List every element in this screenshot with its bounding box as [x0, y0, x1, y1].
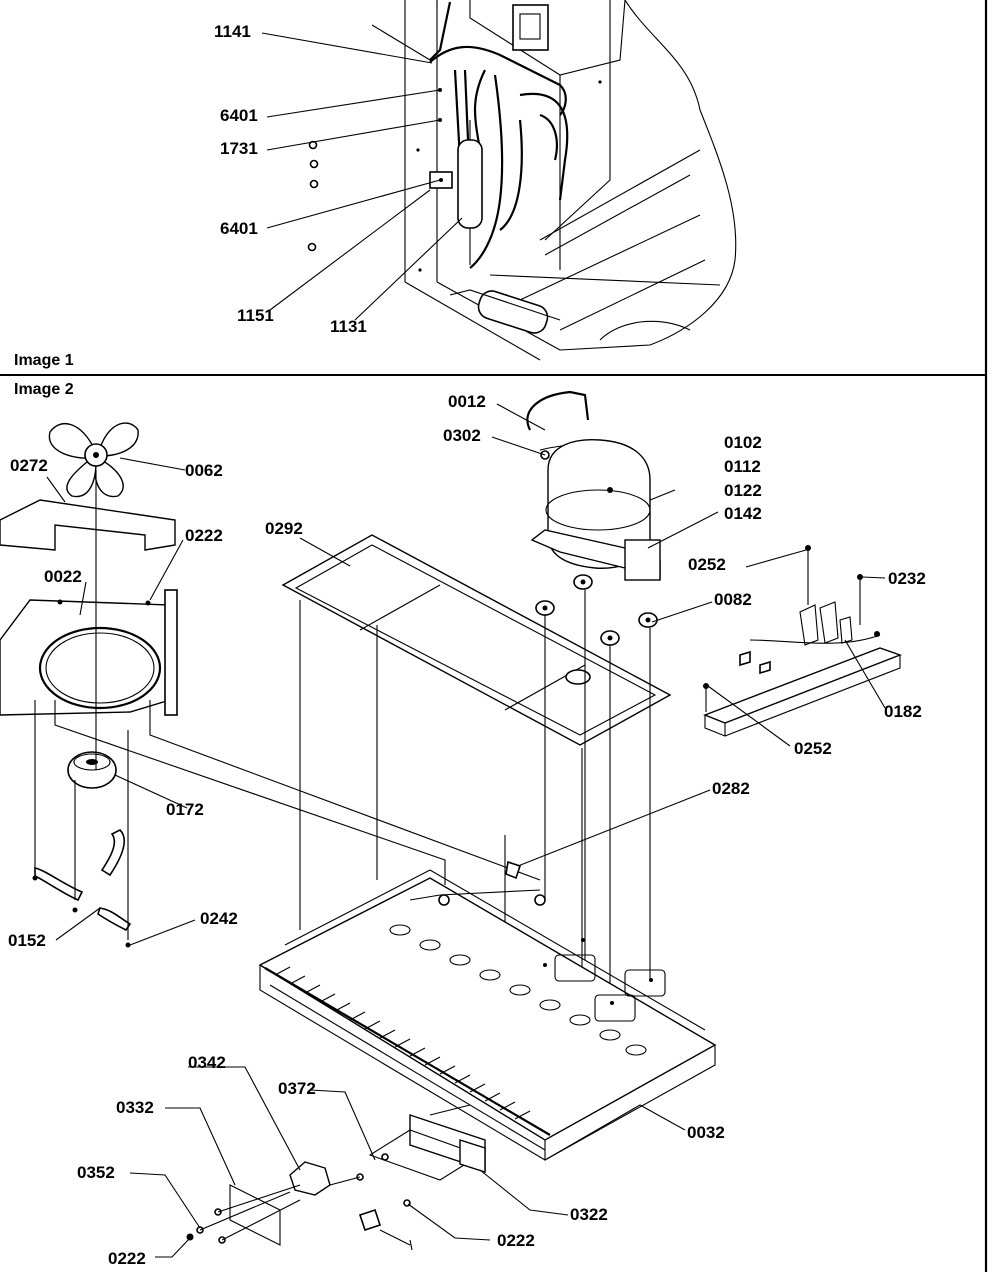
top-bracket-image1 [512, 4, 549, 51]
leaders-image1 [261, 32, 463, 321]
callout-0252-b: 0252 [794, 739, 832, 758]
relay-bracket-0182 [703, 545, 903, 737]
callout-6401-b: 6401 [220, 219, 258, 238]
compressor-0102 [526, 390, 676, 581]
image2-caption: Image 2 [14, 381, 74, 398]
callout-0112: 0112 [724, 457, 761, 476]
callout-0342: 0342 [188, 1053, 226, 1072]
clip-0282 [505, 860, 522, 880]
image1-caption: Image 1 [14, 352, 74, 369]
callout-0372: 0372 [278, 1079, 316, 1098]
callout-0222-a: 0222 [185, 526, 223, 545]
callout-0302: 0302 [443, 426, 481, 445]
callout-0122: 0122 [724, 481, 762, 500]
callout-0062: 0062 [185, 461, 223, 480]
cabinet-back-panel [404, 0, 737, 361]
callout-labels: 1141 6401 1731 6401 1151 1131 0012 0302 … [8, 22, 926, 1268]
callout-0322: 0322 [570, 1205, 608, 1224]
callout-0222-b: 0222 [497, 1231, 535, 1250]
callout-0082: 0082 [714, 590, 752, 609]
bottom-parts-cluster [186, 1104, 486, 1251]
callout-0142: 0142 [724, 504, 762, 523]
callout-1131: 1131 [330, 317, 367, 336]
leaders-image2 [46, 403, 886, 1258]
callout-0012: 0012 [448, 392, 486, 411]
base-pan-vents [274, 966, 531, 1120]
callout-0152: 0152 [8, 931, 46, 950]
callout-0022: 0022 [44, 567, 82, 586]
callout-0102: 0102 [724, 433, 762, 452]
callout-0222-c: 0222 [108, 1249, 146, 1268]
fan-shroud-0272 [0, 499, 176, 551]
callout-0252-a: 0252 [688, 555, 726, 574]
fan-motor-0172 [67, 751, 117, 789]
callout-0172: 0172 [166, 800, 204, 819]
fan-blade-0062 [48, 422, 139, 498]
fan-guide-lines [34, 470, 541, 940]
callout-0282: 0282 [712, 779, 750, 798]
callout-0272: 0272 [10, 456, 48, 475]
clamp-1151 [429, 171, 453, 189]
callout-0352: 0352 [77, 1163, 115, 1182]
callout-0292: 0292 [265, 519, 303, 538]
callout-0332: 0332 [116, 1098, 154, 1117]
drain-pan-guide-lines [299, 590, 651, 1100]
motor-mounts [32, 829, 132, 948]
callout-0032: 0032 [687, 1123, 725, 1142]
base-pan-0032 [258, 869, 717, 1161]
callout-6401-a: 6401 [220, 106, 258, 125]
captions: Image 1 Image 2 [14, 352, 74, 398]
callout-0242: 0242 [200, 909, 238, 928]
callout-1151: 1151 [237, 306, 274, 325]
callout-1141: 1141 [214, 22, 251, 41]
screws-image1 [307, 140, 319, 252]
bottom-component-image1 [449, 289, 561, 334]
image1-drawing [261, 0, 737, 361]
drain-pan-0292 [281, 534, 672, 746]
callout-0182: 0182 [884, 702, 922, 721]
filter-drier-1131 [457, 120, 483, 265]
callout-0232: 0232 [888, 569, 926, 588]
image2-drawing [0, 390, 903, 1258]
grommets-0082 [535, 574, 658, 646]
fan-bracket-0022 [0, 589, 178, 716]
base-pan-ribs [389, 924, 647, 1056]
callout-1731: 1731 [220, 139, 258, 158]
